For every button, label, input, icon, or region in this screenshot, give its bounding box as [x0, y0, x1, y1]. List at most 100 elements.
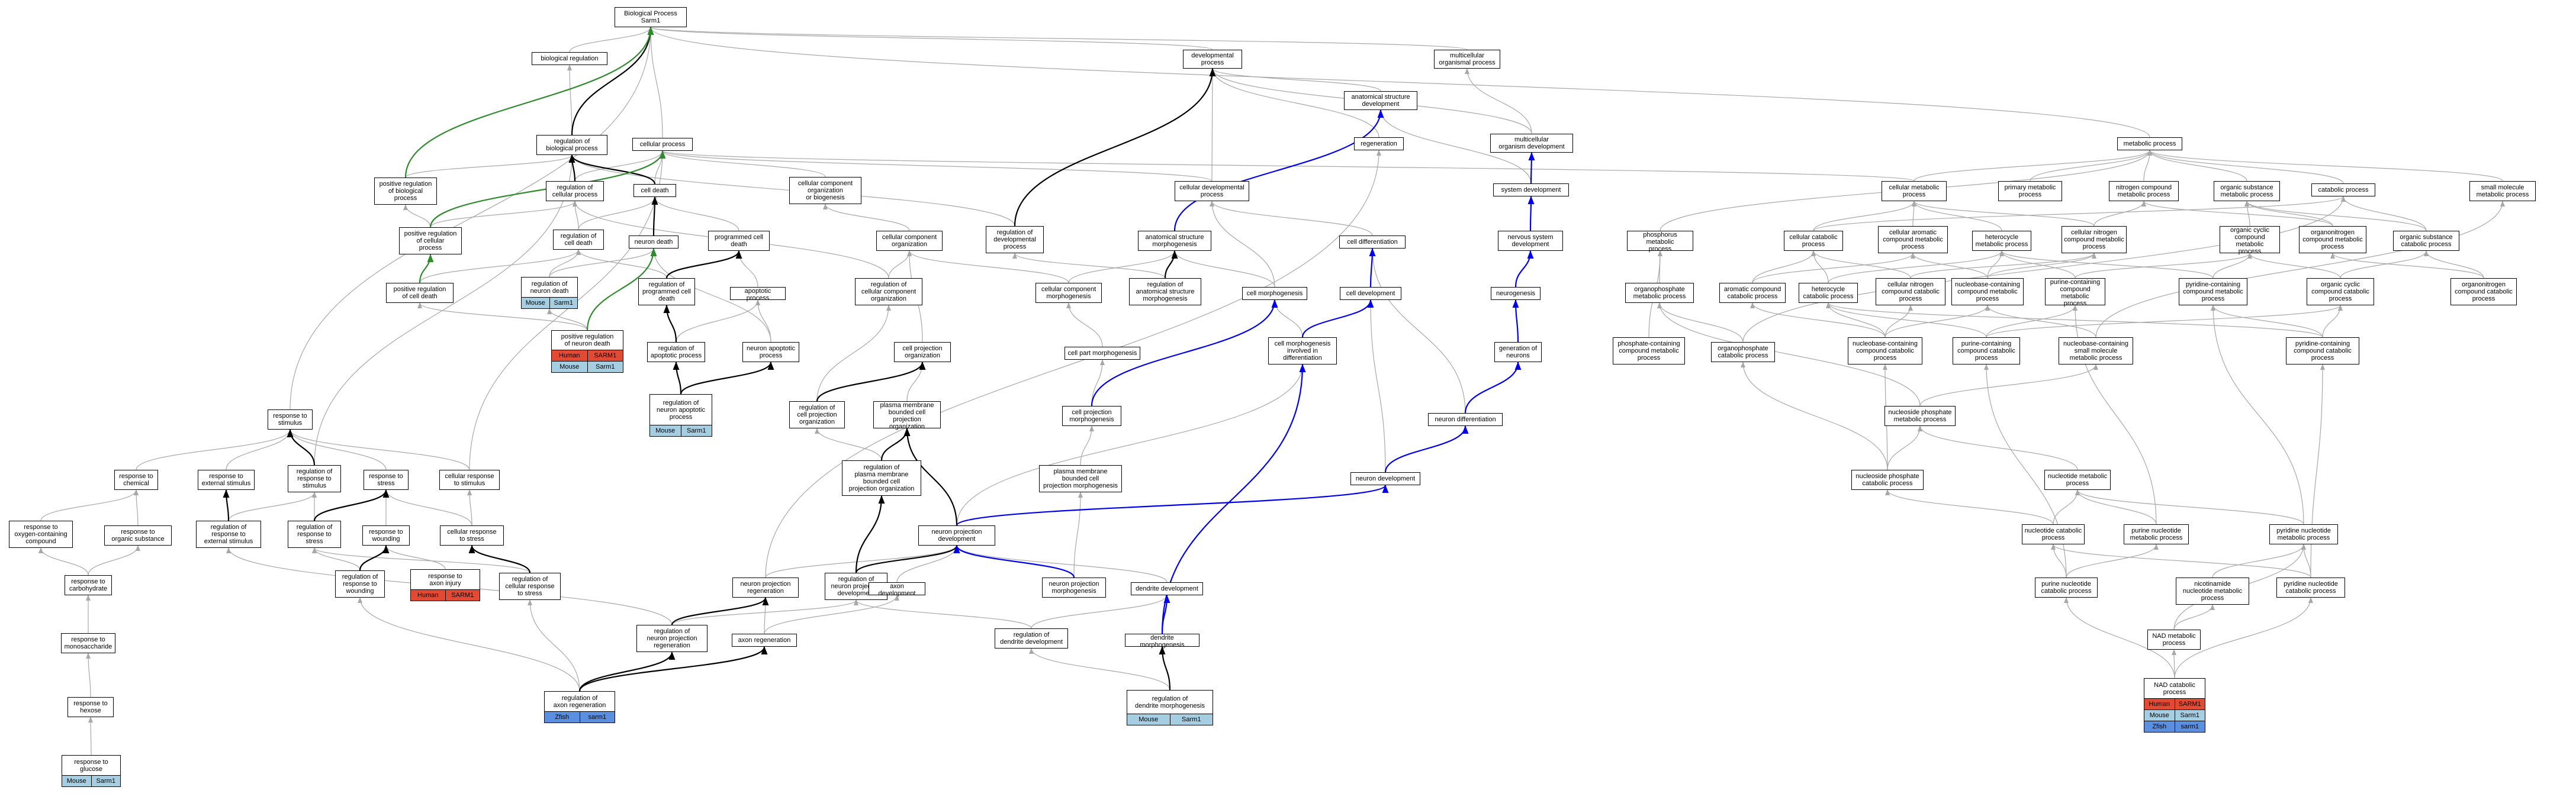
go-term-label: regulation of developmental process	[993, 229, 1036, 250]
is-a-edge	[586, 248, 657, 331]
go-term-node: positive regulation of cell death	[386, 283, 454, 303]
go-term-label: organophosphate catabolic process	[1718, 345, 1768, 359]
gene-label: sarm1	[2174, 721, 2205, 732]
gene-label: Sarm1	[549, 298, 578, 308]
go-term-node: purine nucleotide metabolic process	[2124, 524, 2189, 544]
go-term-label: pyridine-containing compound catabolic p…	[2294, 340, 2352, 362]
go-term-label: regeneration	[1361, 140, 1397, 147]
go-term-node: organophosphate metabolic process	[1625, 283, 1694, 303]
is-a-edge	[528, 599, 580, 692]
is-a-edge	[2075, 489, 2157, 525]
is-a-edge	[384, 489, 472, 526]
go-term-node: programmed cell death	[708, 231, 770, 251]
go-term-node: response to chemical	[114, 470, 158, 490]
is-a-edge	[467, 489, 472, 526]
go-term-label: nervous system development	[1507, 234, 1554, 248]
is-a-edge	[652, 196, 739, 231]
go-term-node: system development	[1493, 183, 1569, 196]
go-term-node: regulation of neuron projection regenera…	[636, 625, 707, 652]
go-term-label: organonitrogen compound catabolic proces…	[2455, 281, 2513, 302]
is-a-edge	[1912, 201, 2095, 227]
is-a-edge	[676, 299, 760, 343]
go-term-label: anatomical structure morphogenesis	[1145, 234, 1204, 248]
is-a-edge	[1068, 250, 1177, 283]
go-term-label: nucleoside phosphate metabolic process	[1888, 409, 1952, 423]
go-term-label: purine-containing compound metabolic pro…	[2050, 279, 2101, 307]
go-term-label: neuron projection regeneration	[740, 580, 791, 595]
go-term-node: nucleoside phosphate catabolic process	[1851, 470, 1924, 490]
is-a-edge	[2147, 150, 2344, 184]
is-a-edge	[648, 27, 1468, 50]
go-term-node: phosphorus metabolic process	[1627, 231, 1693, 253]
go-term-label: organonitrogen compound metabolic proces…	[2302, 229, 2363, 250]
go-term-label: generation of neurons	[1498, 345, 1538, 359]
is-a-edge	[1813, 201, 1916, 231]
is-a-edge	[1014, 68, 1216, 227]
go-term-node: organophosphate catabolic process	[1711, 342, 1775, 362]
go-term-label: regulation of response to external stimu…	[204, 524, 253, 545]
go-term-node: nitrogen compound metabolic process	[2109, 181, 2179, 201]
is-a-edge	[1913, 150, 2152, 182]
go-term-label: cellular component organization or bioge…	[797, 180, 853, 201]
is-a-edge	[547, 308, 588, 331]
go-term-node: nucleobase-containing compound metabolic…	[1951, 278, 2024, 305]
is-a-edge	[1811, 250, 1911, 279]
is-a-edge	[2330, 253, 2484, 279]
go-term-label: response to stress	[369, 473, 403, 487]
go-term-node: response to carbohydrate	[65, 575, 112, 595]
is-a-edge	[40, 489, 139, 521]
is-a-edge	[907, 250, 1069, 283]
go-term-label: organic substance metabolic process	[2220, 184, 2273, 198]
is-a-edge	[1378, 109, 1532, 184]
go-term-label: organic cyclic compound catabolic proces…	[2311, 281, 2369, 302]
go-term-label: positive regulation of cell death	[393, 286, 446, 300]
is-a-edge	[660, 150, 1213, 182]
is-a-edge	[854, 599, 1032, 629]
go-term-label: nicotinamide nucleotide metabolic proces…	[2182, 580, 2243, 602]
go-term-label: cell projection morphogenesis	[1069, 409, 1114, 423]
is-a-edge	[1918, 425, 2078, 470]
go-term-label: positive regulation of cellular process	[404, 230, 457, 251]
is-a-edge	[419, 249, 581, 283]
is-a-edge	[1514, 250, 1534, 288]
is-a-edge	[1999, 250, 2214, 279]
is-a-edge	[2247, 253, 2341, 279]
go-term-node: primary metabolic process	[1998, 181, 2062, 201]
is-a-edge	[314, 154, 574, 466]
is-a-edge	[1750, 302, 1886, 338]
go-term-label: regulation of cellular component organiz…	[861, 281, 916, 302]
go-term-label: primary metabolic process	[2004, 184, 2056, 198]
gene-label: SARM1	[445, 590, 480, 601]
species-label: Human	[417, 592, 439, 599]
go-term-node: dendrite morphogenesis	[1125, 634, 1199, 649]
is-a-edge	[2424, 250, 2484, 279]
go-term-label: heterocycle metabolic process	[1975, 234, 2028, 248]
go-term-label: regulation of cellular process	[552, 184, 598, 198]
go-term-node: regulation of developmental process	[986, 226, 1044, 253]
is-a-edge	[2066, 544, 2159, 578]
go-term-label: cellular nitrogen compound catabolic pro…	[1882, 281, 1940, 302]
is-a-edge	[823, 204, 910, 231]
is-a-edge	[2244, 201, 2333, 227]
go-term-node: small molecule metabolic process	[2469, 181, 2536, 201]
go-term-node: cellular catabolic process	[1784, 231, 1843, 251]
species-label: Zfish	[555, 714, 570, 721]
go-term-node: pyridine-containing compound catabolic p…	[2286, 337, 2359, 364]
go-term-label: regulation of response to stimulus	[296, 468, 333, 489]
go-term-label: small molecule metabolic process	[2476, 184, 2529, 198]
is-a-edge	[2030, 150, 2152, 182]
is-a-edge	[2141, 201, 2333, 227]
is-a-edge	[2212, 544, 2306, 578]
is-a-edge	[1885, 489, 2054, 525]
go-term-label: regulation of response to stress	[296, 524, 333, 545]
go-term-node: regulation of response to stress	[288, 521, 341, 548]
is-a-edge	[1999, 250, 2076, 279]
go-term-label: organic cyclic compound metabolic proces…	[2230, 227, 2270, 255]
go-term-node: cellular component morphogenesis	[1035, 283, 1102, 303]
go-term-node: NAD metabolic process	[2147, 630, 2201, 650]
go-term-node: neuron development	[1350, 472, 1420, 485]
